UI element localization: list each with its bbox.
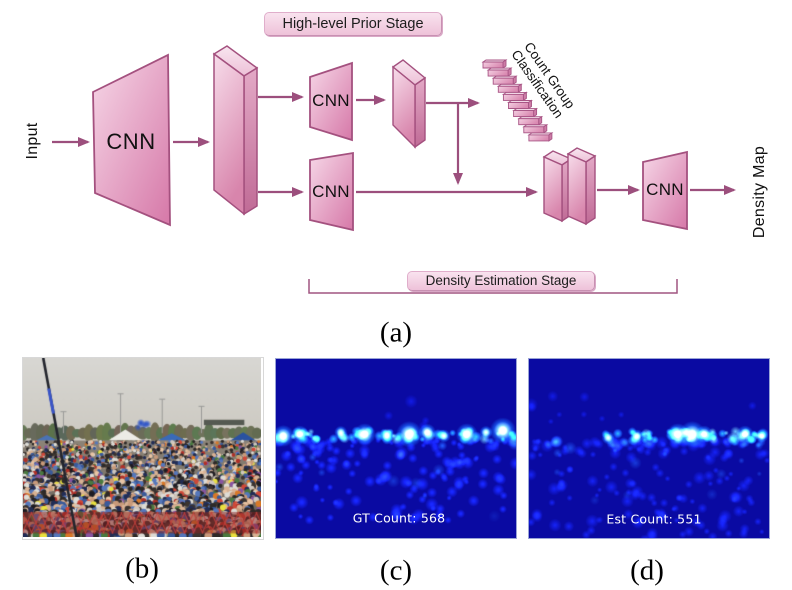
- caption-b: (b): [125, 552, 159, 585]
- est-count-text: Est Count: 551: [606, 511, 702, 527]
- est-density-panel: [528, 358, 770, 539]
- crowd-photo-canvas: [23, 358, 261, 537]
- gt-count-text: GT Count: 568: [352, 510, 446, 526]
- est-density-canvas: [529, 359, 769, 538]
- high-level-prior-stage-label: High-level Prior Stage: [264, 12, 442, 36]
- caption-a: (a): [379, 316, 413, 349]
- density-map-label: Density Map: [751, 145, 768, 239]
- feature-slab: [212, 45, 259, 216]
- cnn-backbone-trapezoid: [92, 53, 171, 227]
- density-estimation-stage-label: Density Estimation Stage: [407, 271, 595, 291]
- cnn-density-branch-trapezoid: [309, 151, 354, 232]
- cnn-high-prior-label: CNN: [312, 91, 350, 110]
- gt-density-panel: [275, 358, 517, 539]
- caption-d: (d): [630, 554, 664, 587]
- input-label: Input: [24, 122, 41, 160]
- prior-feature-slab: [391, 59, 427, 149]
- cnn-fusion-trapezoid: [642, 150, 688, 231]
- count-group-bar-stack: [481, 59, 554, 142]
- crowd-photo-panel: [22, 357, 264, 540]
- density-stage-bracket: [308, 279, 678, 294]
- cnn-backbone-label: CNN: [106, 129, 156, 154]
- fusion-slab-pair: [542, 147, 597, 226]
- cnn-fusion-label: CNN: [646, 180, 684, 199]
- architecture-diagram: [52, 45, 736, 294]
- caption-c: (c): [379, 554, 413, 587]
- gt-density-canvas: [276, 359, 516, 538]
- cnn-density-branch-label: CNN: [312, 182, 350, 201]
- cnn-high-prior-trapezoid: [309, 61, 353, 142]
